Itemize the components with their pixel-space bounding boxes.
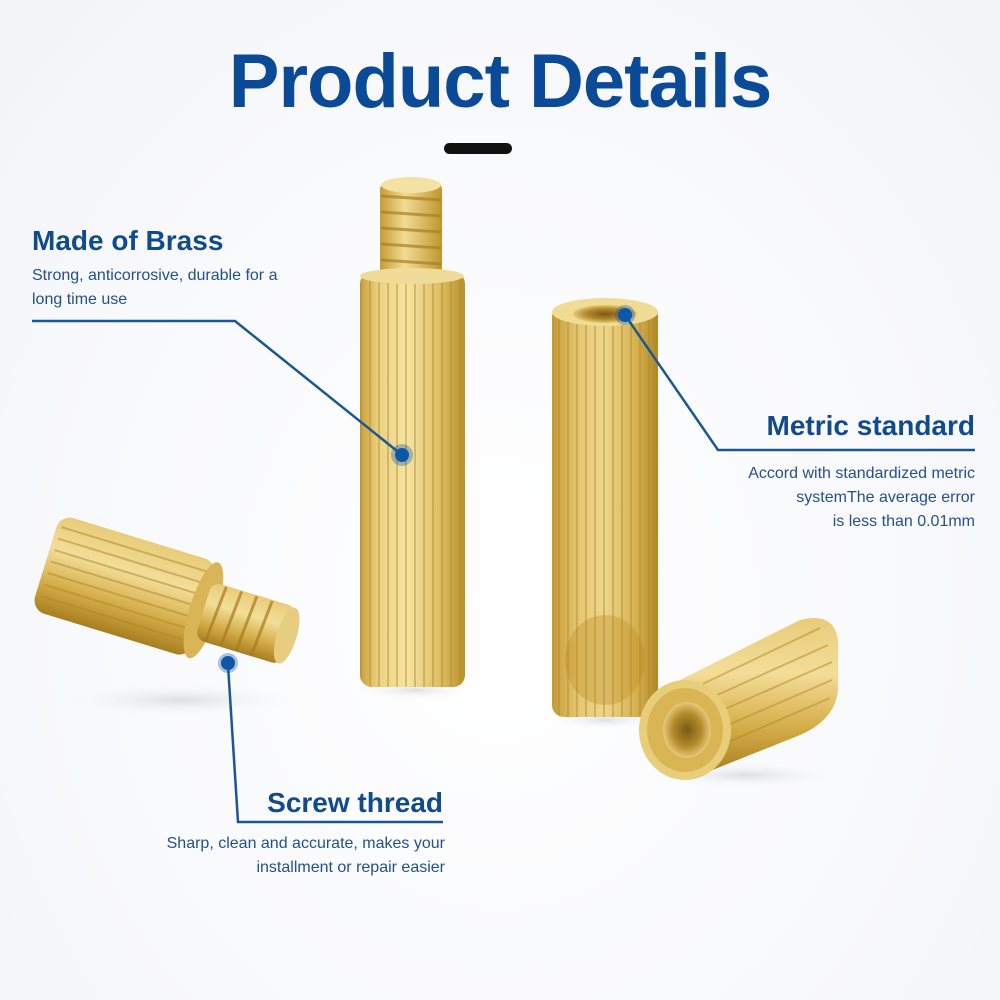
callout-text-thread: Sharp, clean and accurate, makes your in… <box>85 832 445 880</box>
callout-line-text: Sharp, clean and accurate, makes your <box>166 835 445 852</box>
page-title: Product Details <box>228 39 772 124</box>
callout-line-text: installment or repair easier <box>256 859 445 876</box>
callout-lines <box>32 314 975 824</box>
title-underline <box>444 143 512 154</box>
callout-title-metric: Metric standard <box>766 410 976 441</box>
callout-line-brass <box>32 319 403 456</box>
long-male-standoff <box>360 177 465 687</box>
short-female-standoff <box>639 618 839 780</box>
callout-text-brass: Strong, anticorrosive, durable for a lon… <box>32 264 332 312</box>
callout-text-metric: Accord with standardized metric systemTh… <box>675 462 975 534</box>
callout-line-text: long time use <box>32 291 128 308</box>
callout-line-metric <box>623 314 975 452</box>
callout-line-text: Strong, anticorrosive, durable for a <box>32 267 278 284</box>
callout-line-text: is less than 0.01mm <box>832 513 975 530</box>
callout-line-text: Accord with standardized metric <box>748 465 975 482</box>
long-female-standoff <box>552 298 658 717</box>
callout-title-brass: Made of Brass <box>32 225 224 256</box>
callout-line-thread <box>226 664 443 824</box>
short-male-standoff <box>34 517 300 664</box>
callout-title-thread: Screw thread <box>267 787 443 818</box>
callout-dots <box>218 305 635 673</box>
callout-line-text: systemThe average error <box>796 489 975 506</box>
